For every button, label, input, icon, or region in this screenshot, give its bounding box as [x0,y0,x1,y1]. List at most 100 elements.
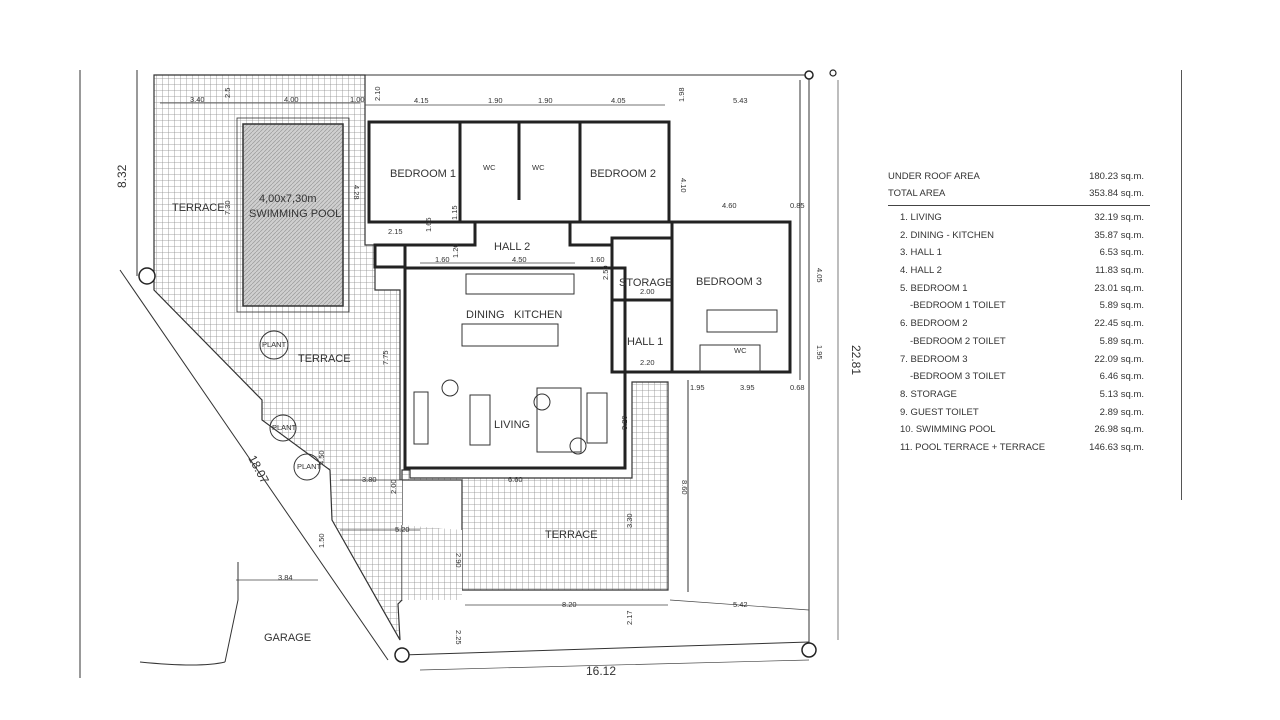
dim-top-11: 5.43 [733,96,748,105]
label-terrace-south: TERRACE [545,529,598,541]
label-terrace-nw: TERRACE [172,202,225,214]
legend-room-name: 3. HALL 1 [900,247,942,259]
dim-mid-7: 2.00 [640,287,655,296]
kitchen-counter [465,273,575,295]
armchair-1 [441,379,459,397]
column-marker-ne [804,70,814,80]
label-plant3: PLANT [297,462,322,471]
dim-mid-8: 2.50 [601,265,610,280]
legend-room-area: 6.46 sq.m. [1099,371,1144,383]
legend-row: 10. SWIMMING POOL 26.98 sq.m. [888,421,1150,439]
label-garage: GARAGE [264,632,311,644]
legend-row: 7. BEDROOM 3 22.09 sq.m. [888,351,1150,369]
legend-room-name: 10. SWIMMING POOL [900,424,996,436]
column-marker-w [138,267,156,285]
garage-outline [224,562,239,663]
legend-room-name: TOTAL AREA [888,188,946,199]
legend-room-name: 7. BEDROOM 3 [900,353,968,365]
column-marker-ne2 [829,69,837,77]
label-hall1: HALL 1 [627,336,663,348]
dim-diagonal: 18.07 [245,453,272,486]
label-pool-size: 4,00x7,30m [259,193,316,205]
dim-low-5: 0.68 [790,383,805,392]
plant-circle-2 [269,414,297,442]
dim-low-6: 7.75 [381,350,390,365]
dim-mid-11: 4.10 [679,178,688,193]
legend-room-area: 23.01 sq.m. [1094,282,1144,294]
legend-room-area: 180.23 sq.m. [1089,171,1144,182]
legend-separator [888,205,1150,206]
dim-top-10: 1.98 [677,87,686,102]
dim-mid-2: 1.65 [424,217,433,232]
dim-top-5: 2.10 [373,86,382,101]
legend-room-name: -BEDROOM 2 TOILET [910,335,1006,347]
dim-top-3: 4.00 [284,95,299,104]
dim-overall-right: 22.81 [849,345,863,375]
storage-hall-wall [610,236,674,374]
dim-left-top: 8.32 [115,164,129,188]
legend-room-area: 146.63 sq.m. [1089,441,1144,453]
legend-room-area: 35.87 sq.m. [1094,229,1144,241]
label-bedroom1: BEDROOM 1 [390,168,456,180]
legend-room-area: 5.89 sq.m. [1099,300,1144,312]
dim-mid-9: 4.60 [722,201,737,210]
dim-mid-10: 0.85 [790,201,805,210]
column-marker-se [801,642,817,658]
label-plant2: PLANT [272,423,297,432]
dim-top-4: 1.00 [350,95,365,104]
dim-mid-14: 7.30 [223,200,232,215]
dim-mid-5: 4.50 [512,255,527,264]
plant-circle-1 [259,330,289,360]
legend-room-name: UNDER ROOF AREA [888,171,980,182]
pool-edge [236,117,350,313]
dim-low-13: 1.50 [317,533,326,548]
dim-mid-6: 1.60 [590,255,605,264]
label-storage: STORAGE [619,277,673,289]
tv-console [413,391,429,445]
label-hall2: HALL 2 [494,241,530,253]
legend-room-area: 22.45 sq.m. [1094,318,1144,330]
legend-room-name: 1. LIVING [900,212,942,223]
dim-low-1: 2.20 [640,358,655,367]
dim-low-15: 2.90 [454,553,463,568]
swimming-pool [242,123,344,307]
dim-low-20: 2.25 [454,630,463,645]
legend-row: 1. LIVING 32.19 sq.m. [888,209,1150,227]
living-dining-wall [403,266,627,470]
guest-toilet-wall [373,243,407,269]
label-living: LIVING [494,419,530,431]
dim-low-21: 2.17 [625,610,634,625]
legend-room-area: 5.13 sq.m. [1099,388,1144,400]
sofa-left [469,394,491,446]
legend-room-area: 32.19 sq.m. [1094,212,1144,223]
label-bedroom3: BEDROOM 3 [696,276,762,288]
dim-low-12: 5.20 [395,525,410,534]
dim-low-9: 6.60 [508,475,523,484]
label-dining: DINING [466,309,505,321]
label-wc1: WC [483,163,496,172]
mid-dimension-labels: 2.15 1.65 1.15 1.60 4.50 1.60 2.00 2.50 … [223,178,824,296]
dim-top-1: 3.40 [190,95,205,104]
column-marker-s [394,647,410,663]
dining-island [461,323,559,347]
legend-room-area: 26.98 sq.m. [1094,424,1144,436]
dim-mid-1: 2.15 [388,227,403,236]
legend-room-area: 22.09 sq.m. [1094,353,1144,365]
hall2-east-wall [568,220,612,247]
dim-top-2: 2.5 [223,88,232,98]
lower-dimension-labels: 2.20 1.95 1.95 3.95 0.68 7.75 3.20 3.80 … [278,345,824,645]
dim-low-18: 8.20 [562,600,577,609]
legend-room-name: 6. BEDROOM 2 [900,318,968,330]
terrace-link-area [340,480,462,600]
bedroom3-toilet [699,344,761,373]
label-terrace-mid: TERRACE [298,353,351,365]
dim-low-16: 4.50 [317,450,326,465]
